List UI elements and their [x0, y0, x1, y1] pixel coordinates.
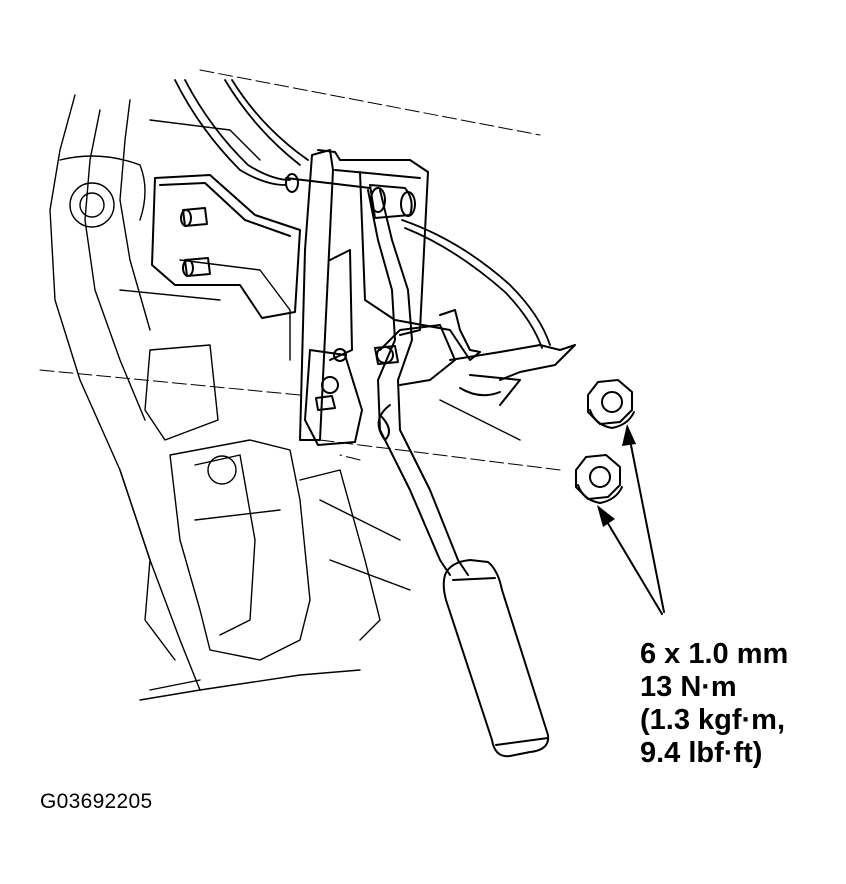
torque-lbfft-label: 9.4 lbf·ft): [640, 737, 763, 769]
callout-arrows: [599, 429, 665, 615]
arrowheads: [597, 424, 636, 527]
flange-nut-lower: [575, 454, 623, 504]
arrow-to-lower-nut: [599, 509, 663, 615]
stud-upper: [180, 207, 208, 227]
torque-spec-callout: 6 x 1.0 mm 13 N·m (1.3 kgf·m, 9.4 lbf·ft…: [640, 638, 788, 770]
stud-lower: [182, 257, 211, 277]
flange-nut-upper: [587, 379, 635, 429]
arrowhead-lower: [597, 505, 615, 527]
pedal-pad: [442, 559, 550, 758]
reference-lines: [39, 69, 561, 471]
nut-size-label: 6 x 1.0 mm: [640, 638, 789, 670]
figure-id: G03692205: [40, 790, 153, 813]
torque-nm-label: 13 N·m: [640, 671, 737, 703]
pedal-cables: [174, 79, 551, 349]
arrowhead-upper: [622, 424, 636, 446]
pedal-bracket: [299, 149, 481, 446]
arrow-to-upper-nut: [627, 429, 665, 613]
pedal-arm: [367, 189, 576, 576]
body-panel-outline: [49, 94, 521, 701]
pivot-bolt: [285, 173, 416, 219]
torque-kgfm-label: (1.3 kgf·m,: [640, 704, 786, 736]
mounting-plate: [151, 174, 301, 319]
